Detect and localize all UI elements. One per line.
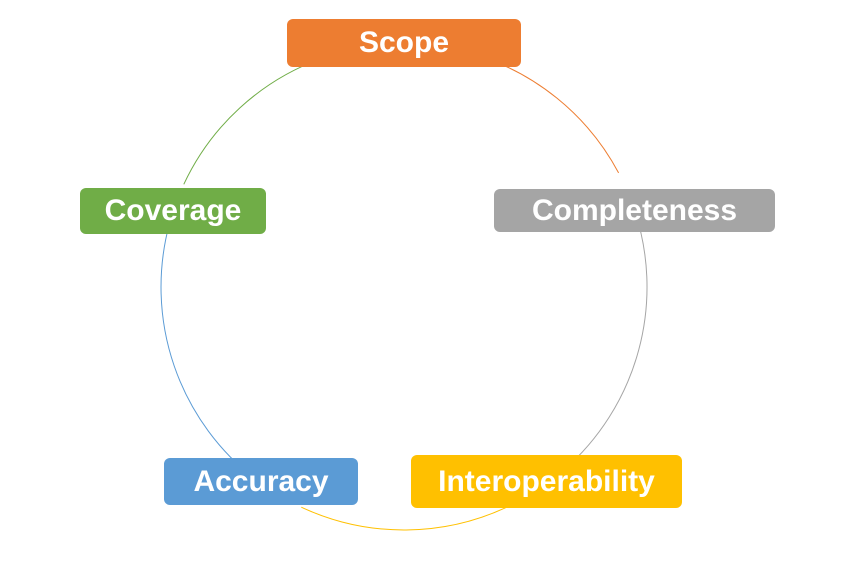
node-completeness: Completeness — [494, 189, 775, 232]
node-coverage: Coverage — [80, 188, 266, 234]
arc-accuracy-to-coverage — [160, 223, 259, 482]
node-interoperability: Interoperability — [411, 455, 682, 508]
node-accuracy: Accuracy — [164, 458, 358, 505]
node-scope: Scope — [287, 19, 521, 67]
arc-completeness-to-interoperability — [563, 207, 648, 471]
arc-coverage-to-scope — [183, 58, 322, 185]
arc-scope-to-completeness — [470, 52, 620, 174]
arc-interoperability-to-accuracy — [301, 504, 511, 531]
